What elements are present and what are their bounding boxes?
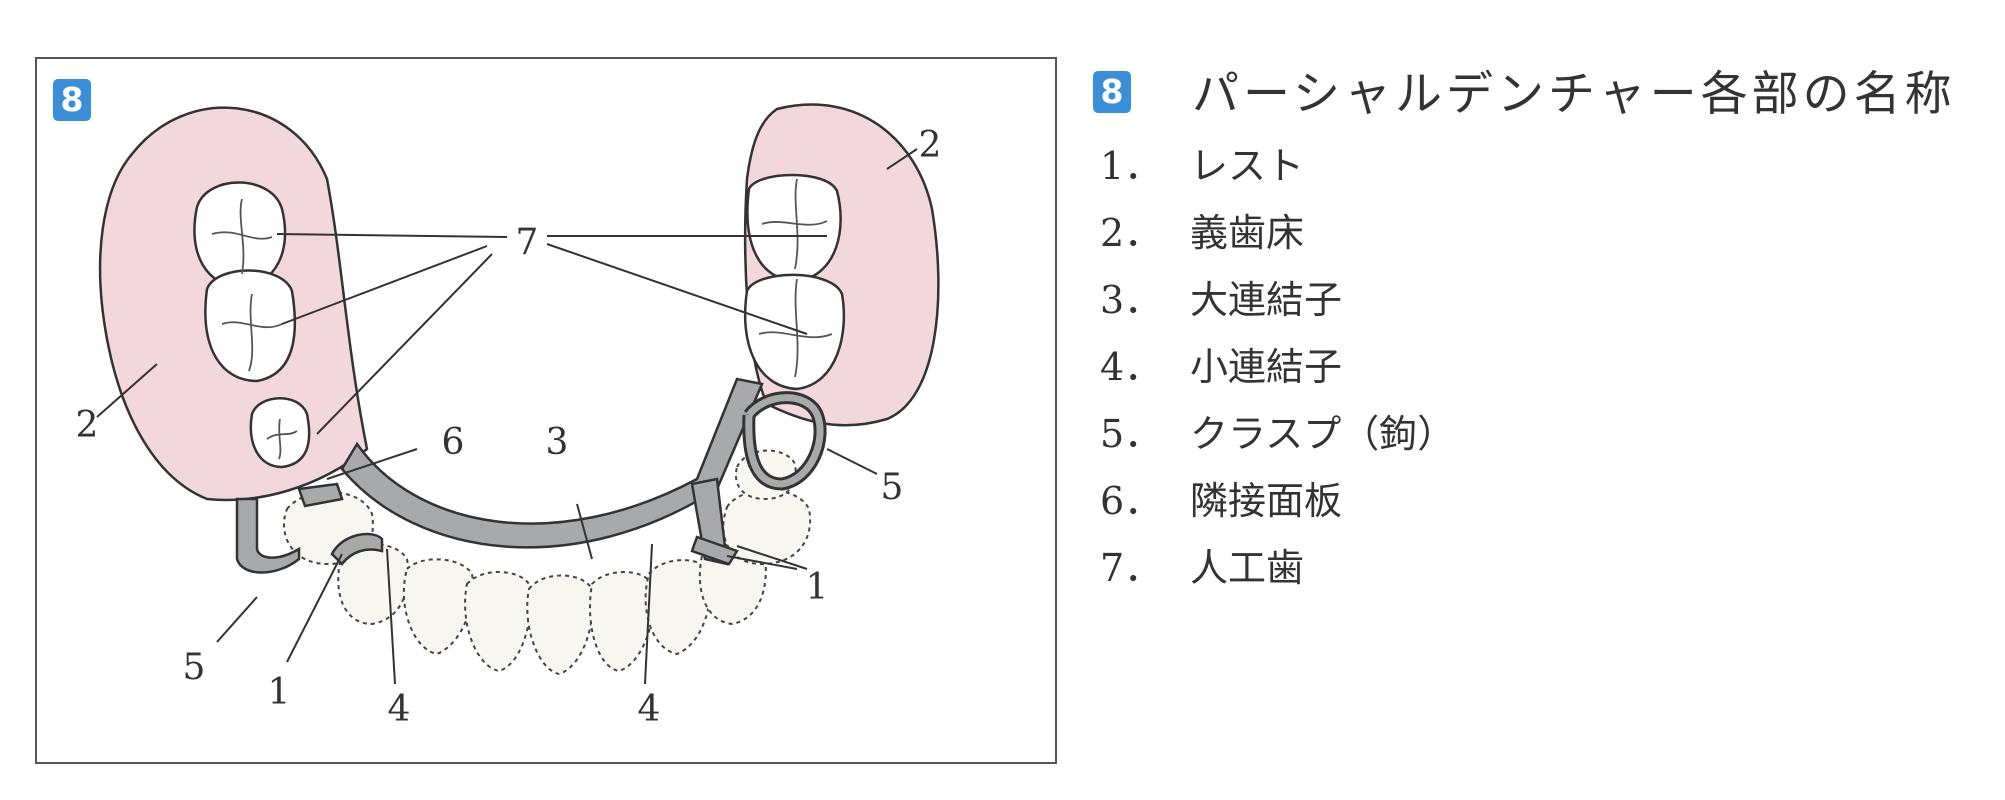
- partial-denture-diagram: 2 2 7 6 3 5 5 1 1 4 4: [76, 103, 942, 730]
- callout-2-right: 2: [919, 125, 942, 166]
- legend-number-badge: 8: [1093, 71, 1131, 113]
- callout-4-left: 4: [388, 689, 411, 730]
- natural-tooth: [698, 543, 767, 626]
- legend-item-label: 人工歯: [1190, 546, 1305, 590]
- legend-item-number: 7．: [1100, 546, 1163, 590]
- callout-3: 3: [546, 422, 569, 463]
- legend-item-number: 6．: [1100, 479, 1163, 523]
- legend-title: パーシャルデンチャー各部の名称: [1192, 67, 1956, 122]
- legend-item-label: レスト: [1190, 144, 1305, 188]
- diagram-panel: 8: [35, 57, 1057, 764]
- legend-item: 7． 人工歯: [1100, 540, 1455, 607]
- legend-item-label: 小連結子: [1190, 345, 1343, 389]
- natural-tooth: [644, 559, 712, 656]
- major-connector: [340, 377, 764, 549]
- legend-item-number: 5．: [1100, 412, 1163, 456]
- figure-number-badge: 8: [53, 79, 91, 121]
- proximal-plate: [297, 482, 344, 508]
- legend-item-number: 2．: [1100, 211, 1163, 255]
- legend-item: 3． 大連結子: [1100, 272, 1455, 339]
- clasp-left: [235, 497, 301, 574]
- legend-item: 1． レスト: [1100, 138, 1455, 205]
- callout-5-left: 5: [183, 647, 206, 688]
- legend-item-number: 4．: [1100, 345, 1163, 389]
- callouts: 2 2 7 6 3 5 5 1 1 4 4: [76, 125, 942, 730]
- legend-item: 4． 小連結子: [1100, 339, 1455, 406]
- callout-5-right: 5: [881, 467, 904, 508]
- callout-1-left: 1: [268, 672, 291, 713]
- legend-item-label: 大連結子: [1190, 278, 1343, 322]
- legend-item-number: 1．: [1100, 144, 1163, 188]
- legend-item-number: 3．: [1100, 278, 1163, 322]
- callout-4-right: 4: [638, 689, 661, 730]
- clasp-right-inner: [745, 394, 824, 488]
- legend-list: 1． レスト 2． 義歯床 3． 大連結子 4． 小連結子 5． クラスプ（鉤） 6． 隣接…: [1100, 138, 1455, 607]
- natural-tooth: [402, 558, 474, 656]
- leader-lines: [96, 148, 918, 685]
- rest-left: [330, 532, 384, 566]
- artificial-tooth: [746, 173, 842, 283]
- rest-right: [690, 535, 739, 566]
- legend-item: 6． 隣接面板: [1100, 473, 1455, 540]
- callout-1-right: 1: [806, 567, 829, 608]
- artificial-teeth: [193, 173, 846, 469]
- legend-item-label: 隣接面板: [1190, 479, 1343, 523]
- tooth-fissures: [211, 178, 833, 460]
- natural-tooth: [526, 574, 594, 676]
- callout-7: 7: [516, 222, 539, 263]
- callout-2-left: 2: [76, 405, 99, 446]
- legend-item-label: クラスプ（鉤）: [1190, 412, 1456, 456]
- artificial-tooth: [743, 273, 846, 391]
- callout-6: 6: [442, 422, 465, 463]
- natural-tooth: [589, 571, 655, 673]
- natural-tooth: [464, 571, 532, 673]
- artificial-tooth: [204, 269, 297, 383]
- legend-item-label: 義歯床: [1190, 211, 1305, 255]
- legend-item: 2． 義歯床: [1100, 205, 1455, 272]
- legend-item: 5． クラスプ（鉤）: [1100, 406, 1455, 473]
- natural-teeth: [282, 449, 812, 676]
- metal-framework: [235, 377, 827, 574]
